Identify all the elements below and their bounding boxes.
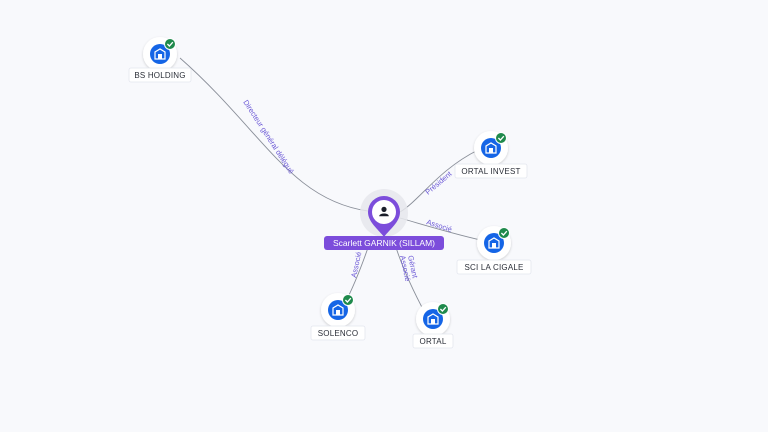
company-name: ORTAL	[420, 337, 447, 346]
verified-check-icon	[498, 227, 510, 239]
building-icon	[328, 300, 348, 320]
person-icon	[379, 206, 389, 217]
company-name: ORTAL INVEST	[461, 167, 520, 176]
company-label-box	[412, 333, 454, 349]
company-label-box	[454, 163, 528, 179]
company-label-box	[128, 67, 192, 83]
company-label-box	[310, 325, 366, 341]
building-icon	[484, 233, 504, 253]
company-node-ortal-invest[interactable]: ORTAL INVEST	[454, 131, 528, 179]
building-icon	[481, 138, 501, 158]
edge-bs-holding	[179, 57, 369, 212]
verified-check-icon	[342, 294, 354, 306]
relation-label: Directeur général délégué	[241, 98, 296, 175]
relation-label: Président	[424, 169, 455, 197]
company-label-box	[456, 259, 532, 275]
person-label-box	[324, 236, 444, 250]
building-icon	[150, 44, 170, 64]
company-node-bs-holding[interactable]: BS HOLDING	[128, 37, 192, 83]
edge-labels: Directeur général délégué Président Asso…	[241, 98, 454, 282]
verified-check-icon	[164, 38, 176, 50]
company-node-sci-la-cigale[interactable]: SCI LA CIGALE	[456, 226, 532, 275]
building-icon	[423, 309, 443, 329]
company-name: SOLENCO	[318, 329, 359, 338]
company-name: SCI LA CIGALE	[464, 263, 523, 272]
person-node[interactable]: Scarlett GARNIK (SILLAM)	[324, 189, 444, 250]
relation-label: Associé	[349, 251, 363, 279]
relation-label: Associé	[425, 217, 453, 234]
company-name: BS HOLDING	[134, 71, 185, 80]
company-node-solenco[interactable]: SOLENCO	[310, 293, 366, 341]
company-node-ortal[interactable]: ORTAL	[412, 302, 454, 349]
edges	[179, 57, 491, 314]
verified-check-icon	[437, 303, 449, 315]
person-name: Scarlett GARNIK (SILLAM)	[333, 238, 435, 248]
verified-check-icon	[495, 132, 507, 144]
